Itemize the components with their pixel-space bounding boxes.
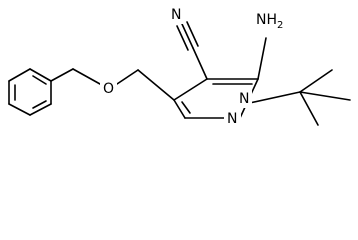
bond [257, 37, 267, 80]
atom-ether-o: O [100, 80, 117, 98]
bond [116, 69, 139, 85]
bond [173, 99, 186, 119]
benzyl-ether-chain [50, 68, 175, 101]
atom-nitrile-n: N [168, 6, 186, 24]
atom-ring-n2: N [224, 110, 241, 128]
amino-group [257, 37, 267, 80]
triple-bond [176, 25, 189, 51]
pyrazole-ring [173, 78, 259, 119]
bond [137, 69, 175, 101]
atom-ring-n1: N [236, 90, 252, 108]
atom-label: N [171, 7, 181, 23]
double-bond-inner [32, 75, 47, 85]
bond [50, 68, 74, 82]
bond [29, 103, 52, 116]
bond [299, 91, 351, 101]
atom-label: N [239, 91, 249, 107]
amine-h-count: 2 [277, 20, 283, 31]
bond [29, 68, 52, 82]
bond [244, 91, 301, 105]
triple-bond [186, 21, 199, 47]
chemical-structure: N NH2 O N N [8, 6, 351, 128]
double-bond-inner [181, 101, 191, 114]
atom-label: N [227, 111, 237, 127]
amine-nh-text: NH [256, 12, 277, 28]
double-bond-inner [32, 100, 47, 109]
bond [8, 68, 31, 82]
atom-label: NH2 [256, 12, 283, 31]
bond [299, 69, 333, 93]
tert-butyl-group [244, 69, 351, 126]
bond [72, 68, 101, 85]
bond [192, 47, 208, 80]
bond [299, 91, 319, 126]
benzene-ring [8, 68, 52, 116]
nitrile-group [176, 21, 208, 80]
bond [173, 78, 208, 101]
atom-amine: NH2 [254, 6, 288, 36]
bond [8, 103, 31, 116]
atom-label: O [103, 81, 114, 97]
bond [181, 23, 194, 49]
